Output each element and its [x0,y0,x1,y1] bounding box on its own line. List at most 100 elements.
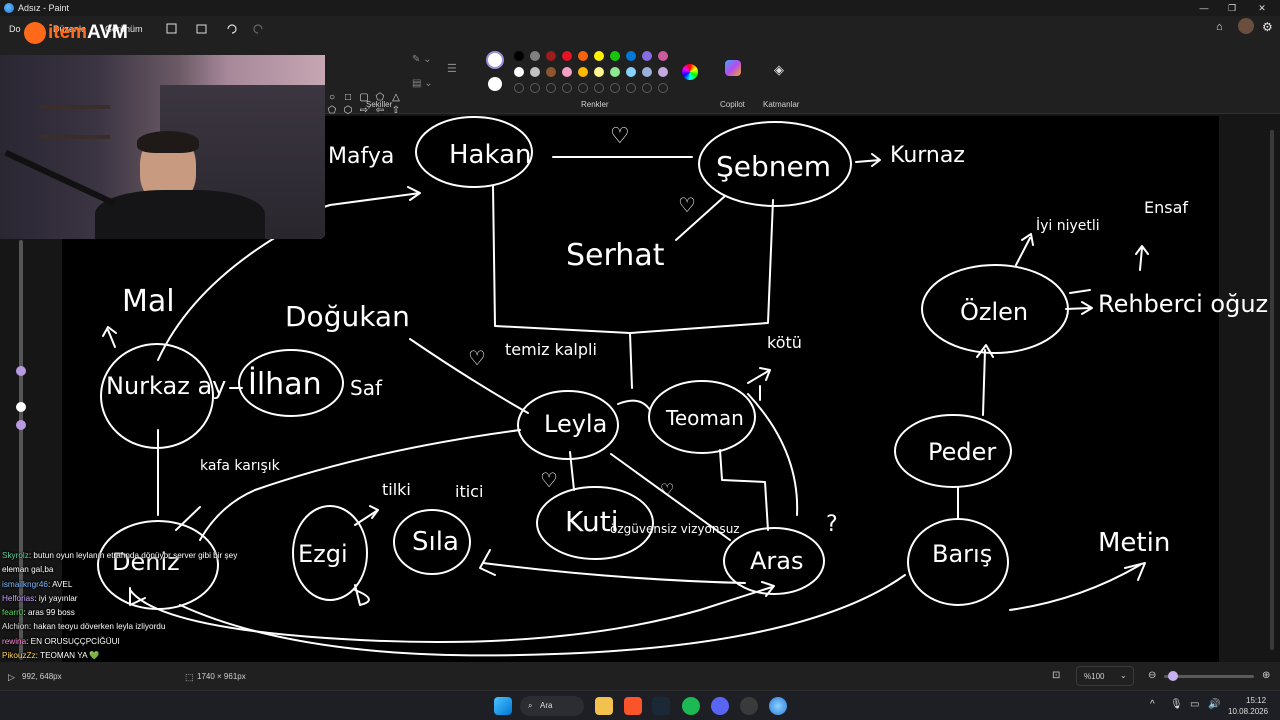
paint-taskbar-icon[interactable] [769,697,787,715]
menu-edit[interactable]: Düzenle [53,24,87,34]
color-swatch[interactable] [530,67,540,77]
clock-date[interactable]: 10.08.2026 [1228,707,1269,716]
hexagon-shape-icon[interactable]: ⬡ [343,105,353,116]
steam-icon[interactable] [652,697,670,715]
zoom-select[interactable] [1076,666,1134,686]
color-swatch[interactable] [578,51,588,61]
custom-color-slot[interactable] [546,83,556,93]
maximize-button[interactable]: ❐ [1227,3,1237,13]
close-button[interactable]: ✕ [1258,3,1266,13]
discord-icon[interactable] [711,697,729,715]
start-icon[interactable] [494,697,512,715]
obs-icon[interactable] [740,697,758,715]
tray-chevron-icon[interactable]: ^ [1150,699,1155,710]
search-label: Ara [540,701,553,710]
zoom-out-icon[interactable]: ⊖ [1148,670,1157,681]
arrow-right-shape-icon[interactable]: ⇨ [359,105,369,116]
zoom-slider-thumb[interactable] [1168,671,1178,681]
size-icon[interactable]: ☰ [447,63,457,75]
arrow-left-shape-icon[interactable]: ⇦ [375,105,385,116]
avatar[interactable] [1238,18,1254,34]
primary-color-swatch[interactable] [486,51,504,69]
custom-color-slot[interactable] [642,83,652,93]
line-deniz-kafa [175,506,201,531]
custom-color-slot[interactable] [658,83,668,93]
polygon-shape-icon[interactable]: ⬠ [375,92,385,103]
opacity-thumb[interactable] [16,420,26,430]
display-icon[interactable]: ▭ [1190,699,1200,710]
triangle-shape-icon[interactable]: △ [392,92,400,103]
notification-icon[interactable]: ⌂ [1216,21,1223,33]
custom-color-slot[interactable] [610,83,620,93]
oval-shape-icon[interactable]: ○ [328,92,336,103]
minimize-button[interactable]: — [1199,3,1209,13]
color-swatch[interactable] [514,67,524,77]
copilot-icon[interactable] [725,60,741,76]
rounded-rect-shape-icon[interactable]: ▢ [359,92,369,103]
brave-icon[interactable] [624,697,642,715]
arrow-rehberci [1065,289,1093,315]
oval-teoman [648,380,756,454]
color-swatch[interactable] [658,67,668,77]
color-swatch[interactable] [626,51,636,61]
clock-time[interactable]: 15:12 [1246,696,1267,705]
color-swatch[interactable] [642,67,652,77]
color-swatch[interactable] [546,67,556,77]
oval-peder [894,414,1012,488]
zoom-in-icon[interactable]: ⊕ [1262,670,1271,681]
color-swatch[interactable] [610,51,620,61]
copilot-label[interactable]: Copilot [720,100,745,109]
arrow-up-shape-icon[interactable]: ⇧ [391,105,401,116]
color-swatch[interactable] [642,51,652,61]
custom-color-slot[interactable] [626,83,636,93]
custom-color-slot[interactable] [578,83,588,93]
node-dogukan: Doğukan [285,300,410,333]
speaker-icon[interactable]: 🔊 [1208,699,1221,710]
color-swatch[interactable] [530,51,540,61]
edit-colors-icon[interactable] [682,64,698,80]
custom-color-slot[interactable] [530,83,540,93]
color-swatch[interactable] [626,67,636,77]
secondary-color-swatch[interactable] [488,77,502,91]
color-swatch[interactable] [562,51,572,61]
color-swatch[interactable] [658,51,668,61]
color-swatch[interactable] [546,51,556,61]
vertical-scrollbar[interactable] [1270,130,1274,650]
spotify-icon[interactable] [682,697,700,715]
color-swatch[interactable] [514,51,524,61]
title-bar: Adsız - Paint — ❐ ✕ [0,0,1280,16]
outline-icon[interactable]: ✎ ⌄ [412,54,432,65]
brush-size-slider[interactable] [19,240,23,660]
share-icon[interactable] [196,24,207,34]
line-teoman-right [747,393,799,516]
custom-color-slot[interactable] [562,83,572,93]
color-swatch[interactable] [594,67,604,77]
microphone-icon[interactable]: 🎙 [1170,699,1183,710]
menu-file[interactable]: Do [9,24,21,34]
redo-icon[interactable] [253,24,263,34]
pentagon-shape-icon[interactable]: ⬠ [327,105,337,116]
color-swatch[interactable] [594,51,604,61]
menu-view[interactable]: Görünüm [105,24,143,34]
color-swatch[interactable] [578,67,588,77]
settings-icon[interactable]: ⚙ [1262,20,1273,34]
brush-size-thumb[interactable] [16,366,26,376]
fill-icon[interactable]: ▤ ⌄ [412,78,433,89]
file-explorer-icon[interactable] [595,697,613,715]
custom-color-slot[interactable] [514,83,524,93]
zoom-slider[interactable] [1164,671,1254,681]
color-swatch[interactable] [610,67,620,77]
node-baris: Barış [932,540,993,568]
save-icon[interactable] [166,23,177,34]
undo-icon[interactable] [227,24,237,34]
oval-aras [723,527,825,595]
opacity-icon[interactable] [16,402,26,412]
layers-label[interactable]: Katmanlar [763,100,800,109]
arrow-tilki [354,505,379,526]
custom-color-slot[interactable] [594,83,604,93]
layers-icon[interactable]: ◈ [774,62,784,77]
fit-screen-icon[interactable]: ⊡ [1052,670,1061,681]
taskbar-search[interactable]: ⌕ Ara [520,696,584,716]
color-swatch[interactable] [562,67,572,77]
rect-shape-icon[interactable]: □ [344,92,352,103]
